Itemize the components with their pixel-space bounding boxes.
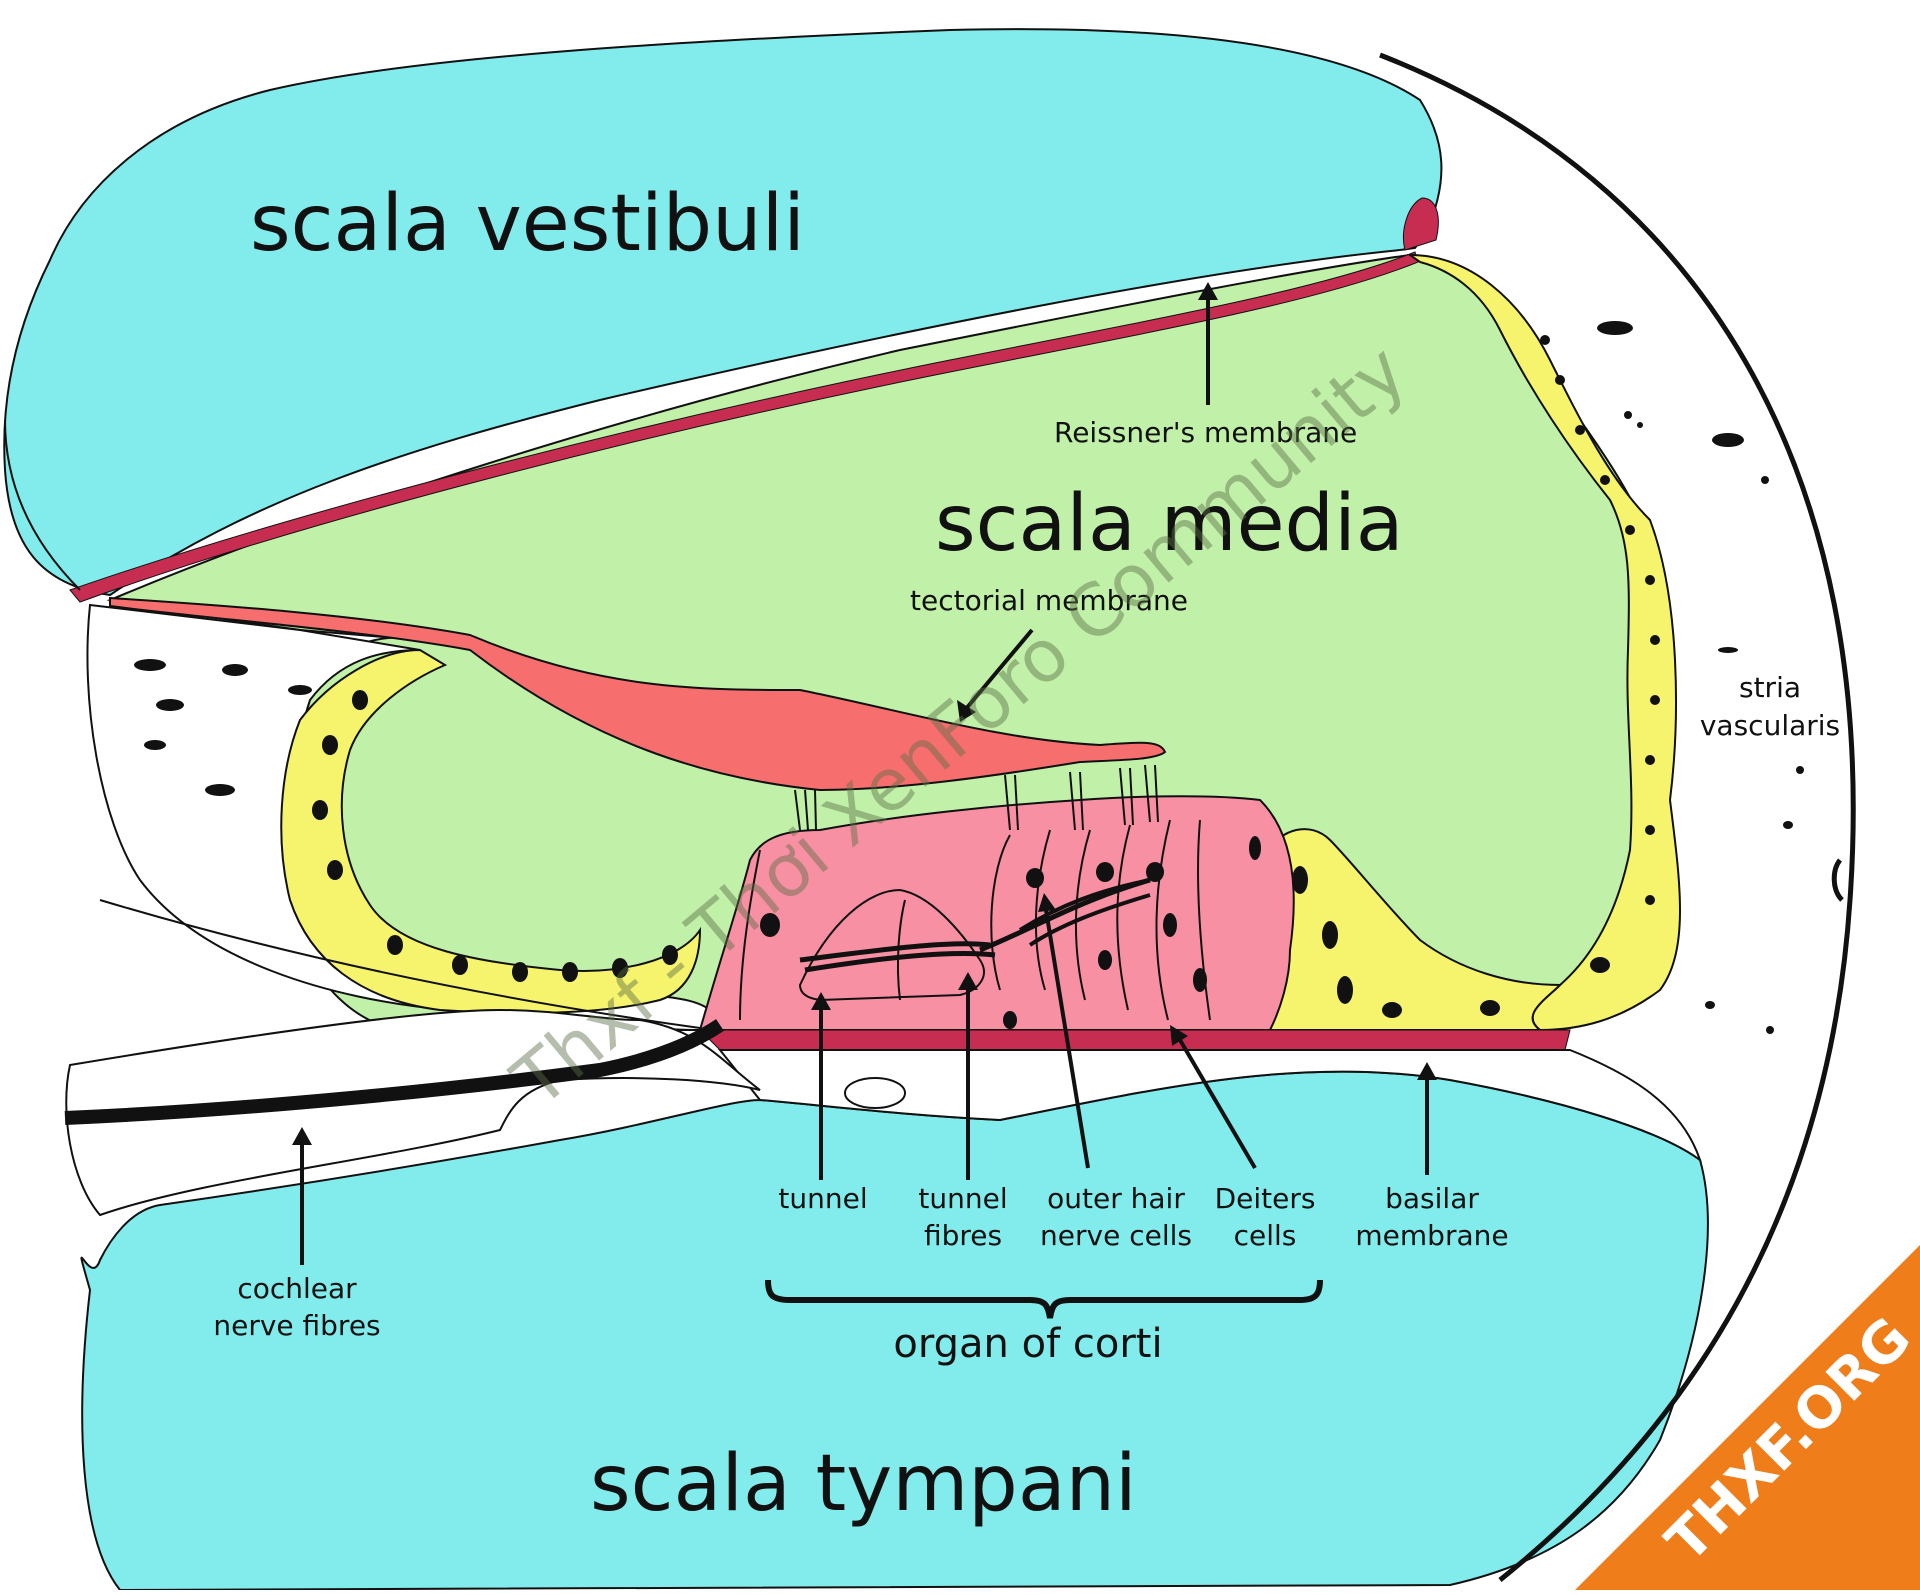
deiters-cells-label-2: cells	[1234, 1219, 1297, 1252]
stereocilia	[794, 764, 1159, 831]
tectorial-membrane-label: tectorial membrane	[910, 584, 1188, 617]
inner-sulcus-cells	[280, 648, 702, 1014]
organ-of-corti-label: organ of corti	[893, 1321, 1162, 1367]
tunnel-fibres-label-2: fibres	[924, 1219, 1002, 1252]
tunnel-fibres-label-1: tunnel	[918, 1182, 1007, 1215]
outer-hair-nerve-cells-label-1: outer hair	[1047, 1182, 1185, 1215]
deiters-cells-label-1: Deiters	[1215, 1182, 1316, 1215]
reissners-membrane-band	[69, 251, 1419, 603]
tunnel-fibre-lines	[799, 877, 1151, 973]
scala-vestibuli-region	[3, 28, 1443, 597]
watermark-badge-band	[1575, 1245, 1920, 1590]
reissners-membrane-label: Reissner's membrane	[1054, 416, 1357, 449]
hensen-cells	[1258, 828, 1563, 1031]
nerve-lead-lines	[4, 419, 701, 1029]
vas-spirale	[844, 1077, 906, 1109]
stria-vascularis-label-2: vascularis	[1700, 709, 1840, 742]
cell-nuclei	[312, 335, 1660, 1029]
hair-cell-outlines	[739, 819, 1211, 1021]
basilar-membrane-stripe	[698, 1029, 1571, 1051]
stria-vascularis-label-1: stria	[1739, 671, 1801, 704]
outer-bony-wall	[1379, 52, 1856, 1582]
cochlear-nerve-fibres-label-1: cochlear	[237, 1272, 357, 1305]
cochlear-nerve-bundle	[64, 1019, 724, 1125]
scala-media-label: scala media	[935, 479, 1404, 569]
outer-hair-cell-fibres	[1018, 878, 1151, 947]
tectorial-membrane	[109, 596, 1167, 792]
scala-tympani-label: scala tympani	[590, 1439, 1137, 1529]
outer-hair-nerve-cells-label-2: nerve cells	[1040, 1219, 1192, 1252]
reissners-membrane-knob	[1403, 197, 1439, 251]
organ-of-corti-brace	[765, 1279, 1323, 1319]
scala-vestibuli-label: scala vestibuli	[250, 179, 805, 269]
basilar-fibre-layer	[717, 1049, 1702, 1163]
osseous-spiral-lamina	[65, 1008, 761, 1217]
tunnel-label: tunnel	[778, 1182, 867, 1215]
tunnel-of-corti	[798, 888, 985, 1002]
annotation-arrows	[292, 282, 1437, 1265]
basilar-membrane-label-2: membrane	[1355, 1219, 1508, 1252]
limbus-cell-marks	[134, 659, 312, 796]
stria-vascularis-marks	[1597, 321, 1844, 1034]
basilar-membrane-label-1: basilar	[1385, 1182, 1479, 1215]
cochlear-nerve-fibres-label-2: nerve fibres	[213, 1309, 380, 1342]
